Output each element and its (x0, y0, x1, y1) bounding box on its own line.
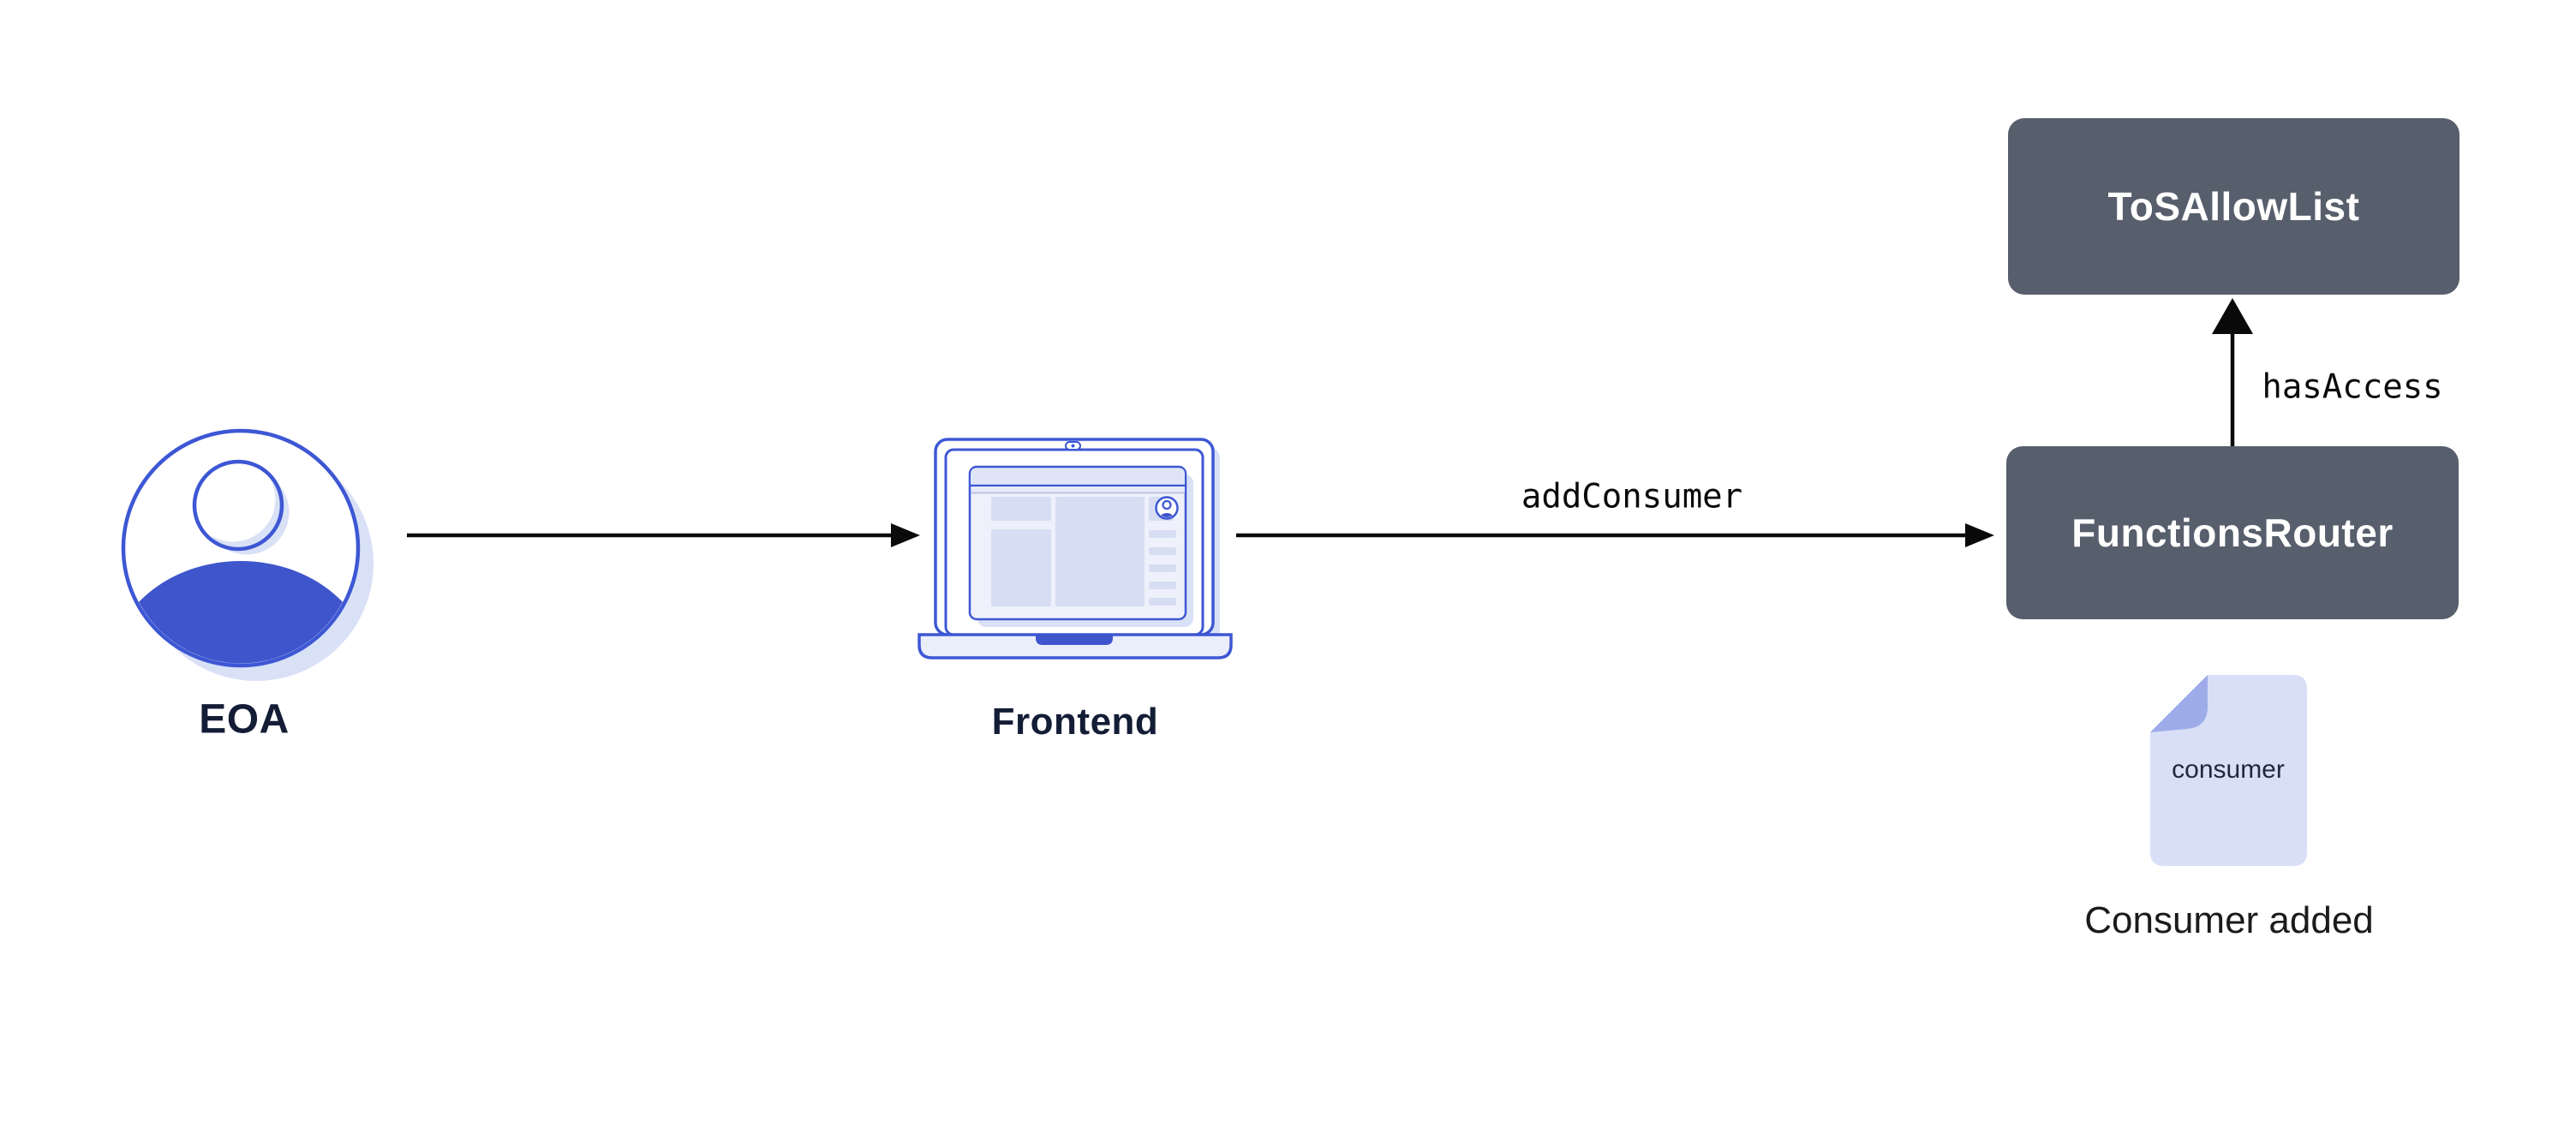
edge-label-has-access: hasAccess (2262, 367, 2443, 407)
browser-window (968, 465, 1193, 627)
arrowhead-up-icon (2212, 298, 2253, 334)
document-file-icon (2150, 675, 2307, 866)
node-label: ToSAllowList (2107, 184, 2360, 229)
eoa-label: EOA (199, 696, 290, 743)
node-functions-router: FunctionsRouter (2006, 446, 2459, 619)
laptop-base-notch (1036, 635, 1113, 645)
laptop-base (917, 633, 1233, 660)
arrow-router-to-allowlist (2212, 298, 2253, 446)
avatar-body-shape (125, 561, 356, 664)
document-fold-corner (2150, 675, 2208, 732)
arrowhead-right-icon (1965, 523, 1994, 547)
node-tos-allow-list: ToSAllowList (2008, 118, 2459, 295)
user-avatar-mini-icon (1155, 496, 1179, 520)
edge-label-add-consumer: addConsumer (1521, 477, 1743, 516)
laptop-icon (917, 438, 1233, 660)
arrowhead-right-icon (891, 523, 920, 547)
consumer-added-caption: Consumer added (2084, 899, 2374, 941)
window-toolbar (971, 486, 1185, 492)
node-label: FunctionsRouter (2071, 510, 2394, 555)
window-titlebar (971, 468, 1185, 486)
user-avatar-icon (121, 428, 374, 681)
frontend-label: Frontend (991, 701, 1159, 743)
arrow-eoa-to-frontend (407, 523, 920, 547)
document-file-label: consumer (2172, 755, 2285, 784)
avatar-head-circle (192, 459, 284, 552)
arrow-frontend-to-router (1236, 523, 1994, 547)
